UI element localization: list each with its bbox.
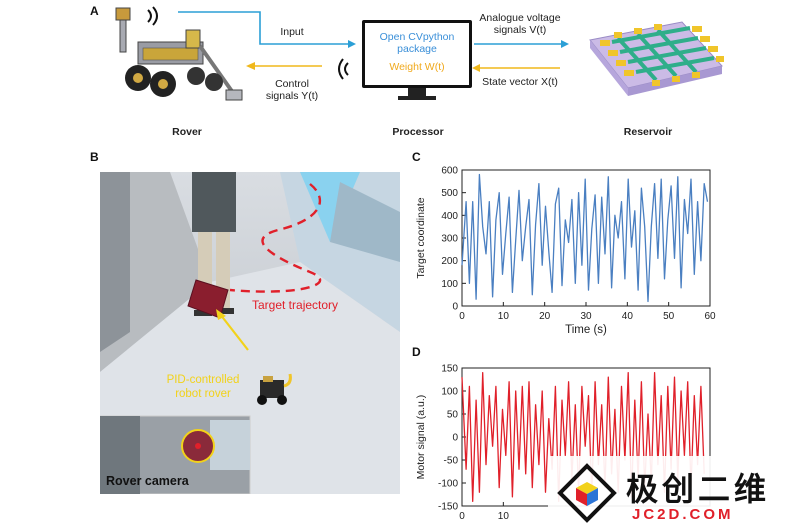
target-trajectory-label: Target trajectory xyxy=(252,298,339,312)
x-tick-label: 60 xyxy=(704,311,716,322)
x-tick-label: 40 xyxy=(622,311,634,322)
monitor-stand xyxy=(408,88,426,96)
voltage-label-line1: Analogue voltage xyxy=(479,12,561,24)
target-trajectory-path xyxy=(229,183,322,293)
hallway-photo xyxy=(100,172,400,494)
rover-illustration xyxy=(115,7,243,101)
y-tick-label: -50 xyxy=(444,456,459,467)
x-tick-label: 30 xyxy=(580,311,592,322)
watermark-brand: 极创二维 xyxy=(626,471,771,507)
x-tick-label: 0 xyxy=(459,511,465,522)
y-tick-label: 500 xyxy=(441,188,458,199)
y-tick-label: 0 xyxy=(452,433,458,444)
y-tick-label: 400 xyxy=(441,211,458,222)
state-label: State vector X(t) xyxy=(482,76,558,88)
processor-caption: Processor xyxy=(392,126,444,138)
y-tick-label: -100 xyxy=(438,479,458,490)
y-tick-label: 50 xyxy=(447,410,459,421)
y-tick-label: 200 xyxy=(441,256,458,267)
y-tick-label: 150 xyxy=(441,364,458,375)
y-axis-label: Target coordinate xyxy=(415,197,427,278)
monitor-line1: Open CVpython xyxy=(379,31,455,43)
watermark: 极创二维 JC2D.COM xyxy=(548,456,800,530)
control-label-line1: Control xyxy=(275,78,309,90)
y-tick-label: 600 xyxy=(441,166,458,177)
y-tick-label: -150 xyxy=(438,502,458,513)
wireless-icon xyxy=(147,6,158,26)
y-tick-label: 100 xyxy=(441,279,458,290)
input-arrow xyxy=(178,11,350,45)
monitor-base xyxy=(398,96,436,100)
x-tick-label: 10 xyxy=(498,511,510,522)
x-tick-label: 10 xyxy=(498,311,510,322)
monitor-line2: package xyxy=(397,43,437,55)
panel-a-letter: A xyxy=(90,4,99,18)
rover-label-line1: PID-controlled xyxy=(166,374,240,386)
voltage-label-line2: signals V(t) xyxy=(493,24,547,36)
x-tick-label: 0 xyxy=(459,311,465,322)
y-axis-label: Motor signal (a.u.) xyxy=(415,395,427,480)
y-tick-label: 100 xyxy=(441,387,458,398)
series-line xyxy=(461,173,709,303)
input-label: Input xyxy=(280,26,304,38)
rover-label-line2: robot rover xyxy=(175,388,231,400)
wireless-icon xyxy=(338,58,349,80)
panel-d-letter: D xyxy=(412,345,421,359)
y-tick-label: 300 xyxy=(441,234,458,245)
monitor-weight: Weight W(t) xyxy=(389,61,445,73)
x-tick-label: 50 xyxy=(663,311,675,322)
watermark-site: JC2D.COM xyxy=(632,506,734,523)
reservoir-caption: Reservoir xyxy=(623,126,673,138)
cube-logo-icon xyxy=(557,463,617,523)
reservoir-chip xyxy=(589,21,724,96)
rover-caption: Rover xyxy=(172,126,202,138)
x-axis-label: Time (s) xyxy=(565,324,607,336)
rover-camera-caption: Rover camera xyxy=(106,474,189,488)
panel-c-letter: C xyxy=(412,150,421,164)
panel-b-letter: B xyxy=(90,150,99,164)
processor-monitor: Open CVpython package Weight W(t) xyxy=(362,20,472,88)
control-label-line2: signals Y(t) xyxy=(265,90,319,102)
y-tick-label: 0 xyxy=(452,302,458,313)
arrows-layer xyxy=(178,11,569,72)
x-tick-label: 20 xyxy=(539,311,551,322)
